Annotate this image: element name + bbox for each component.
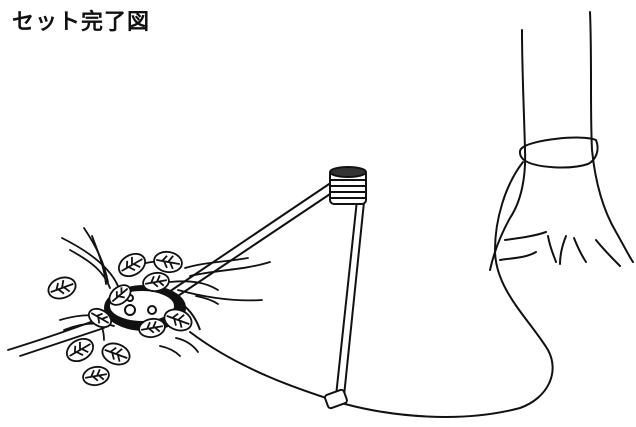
coil-spring-icon (329, 166, 367, 205)
tree-trunk-icon (489, 11, 634, 271)
rod-foot-icon (324, 388, 348, 410)
trap-arm-icon (159, 177, 365, 397)
leaf-icon (47, 250, 193, 387)
main-wire (189, 161, 554, 418)
diagram-title: セット完了図 (12, 10, 151, 35)
